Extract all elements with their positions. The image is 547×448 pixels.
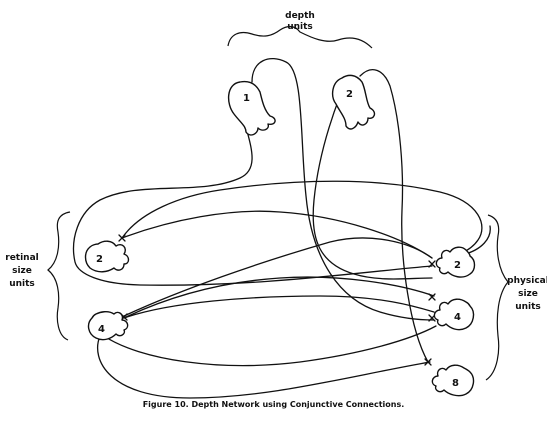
unit-body bbox=[86, 241, 129, 272]
physical-unit-4: 4 bbox=[434, 299, 473, 329]
connection-line bbox=[124, 277, 434, 318]
connection-line bbox=[122, 181, 482, 260]
unit-label: 4 bbox=[454, 312, 461, 323]
label-line: size bbox=[12, 266, 32, 276]
unit-label: 4 bbox=[98, 324, 105, 335]
physical-unit-2: 2 bbox=[436, 247, 474, 277]
connection-line bbox=[124, 238, 432, 316]
retinal-size-units-label: retinal size units bbox=[5, 253, 39, 289]
retinal-unit-4: 4 bbox=[89, 312, 128, 340]
label-line: physical bbox=[507, 276, 547, 286]
label-line: units bbox=[287, 22, 313, 32]
connections bbox=[74, 59, 491, 398]
connection-line bbox=[98, 336, 430, 398]
connection-line bbox=[122, 211, 432, 258]
depth-unit-2: 2 bbox=[333, 75, 375, 129]
depth-unit-1: 1 bbox=[229, 81, 275, 134]
physical-unit-8: 8 bbox=[432, 365, 473, 395]
unit-body bbox=[89, 312, 128, 340]
label-line: units bbox=[9, 279, 35, 289]
label-line: retinal bbox=[5, 253, 39, 263]
unit-label: 1 bbox=[243, 93, 250, 104]
unit-label: 8 bbox=[452, 378, 459, 389]
label-line: size bbox=[518, 289, 538, 299]
label-line: units bbox=[515, 302, 541, 312]
retinal-unit-2: 2 bbox=[86, 241, 129, 272]
unit-body bbox=[333, 75, 375, 129]
connection-line bbox=[104, 326, 436, 366]
junction-mark bbox=[119, 235, 125, 241]
unit-label: 2 bbox=[346, 89, 353, 100]
unit-label: 2 bbox=[96, 254, 103, 265]
unit-label: 2 bbox=[454, 260, 461, 271]
unit-body bbox=[229, 81, 275, 134]
physical-size-brace bbox=[486, 215, 508, 380]
physical-size-units-label: physical size units bbox=[507, 276, 547, 312]
figure-caption: Figure 10. Depth Network using Conjuncti… bbox=[0, 400, 547, 409]
retinal-size-brace bbox=[48, 212, 70, 340]
depth-units-label: depth units bbox=[285, 11, 315, 32]
label-line: depth bbox=[285, 11, 315, 21]
